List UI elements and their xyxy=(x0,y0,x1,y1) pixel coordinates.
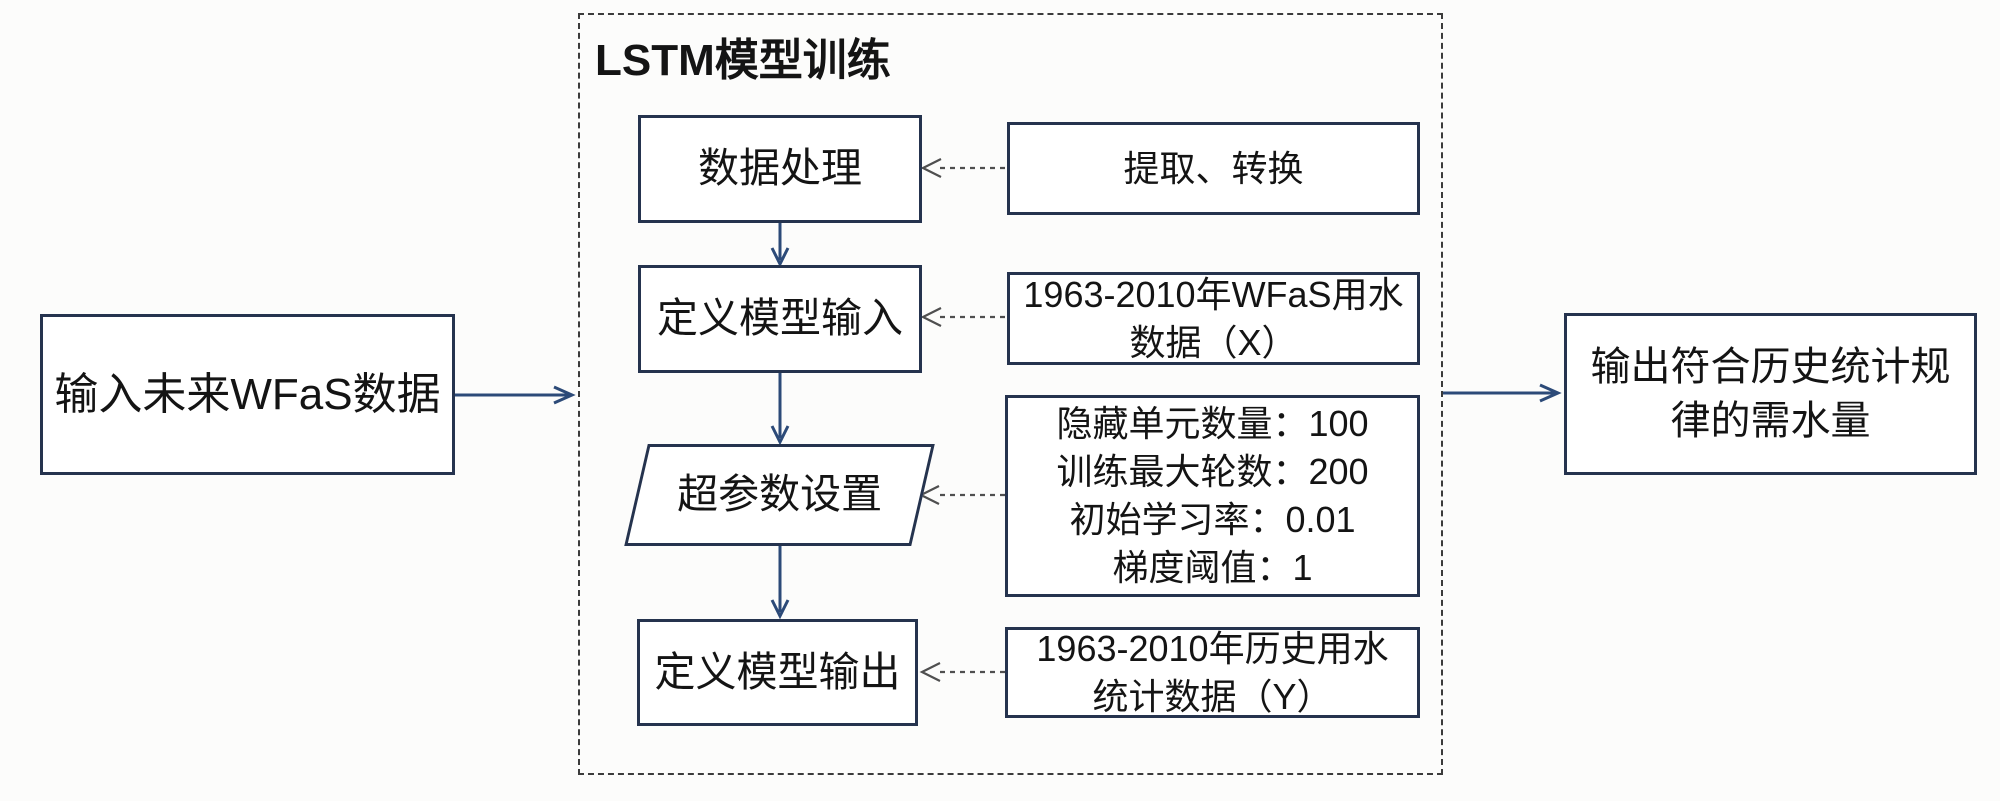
lstm-training-container xyxy=(578,13,1443,775)
arrow-lstm-to-output xyxy=(1443,383,1562,403)
annotation-wfas-data-x-box: 1963-2010年WFaS用水 数据（X） xyxy=(1007,272,1420,365)
arrow-step2-to-step3 xyxy=(770,373,790,446)
input-future-wfas-label: 输入未来WFaS数据 xyxy=(54,369,441,419)
step-define-model-input-box: 定义模型输入 xyxy=(638,265,922,373)
annotation-line: 统计数据（Y） xyxy=(1092,675,1333,717)
step-define-model-output-label: 定义模型输出 xyxy=(654,648,901,695)
annotation-line: 1963-2010年WFaS用水 xyxy=(1023,273,1404,315)
output-water-demand-box: 输出符合历史统计规律的需水量 xyxy=(1564,313,1977,475)
annotation-line: 梯度阈值：1 xyxy=(1112,546,1313,588)
annotation-history-data-y-box: 1963-2010年历史用水 统计数据（Y） xyxy=(1005,627,1420,718)
arrow-step1-to-step2 xyxy=(770,223,790,268)
step-hyperparameter-setting-label: 超参数设置 xyxy=(677,471,883,518)
annotation-line: 1963-2010年历史用水 xyxy=(1036,627,1389,669)
step-hyperparameter-setting-box: 超参数设置 xyxy=(624,444,935,546)
dashed-arrow-wfas-to-step2 xyxy=(920,307,1005,327)
annotation-line: 提取、转换 xyxy=(1123,147,1304,189)
dashed-arrow-history-to-step4 xyxy=(919,662,1005,682)
lstm-training-title: LSTM模型训练 xyxy=(595,36,891,85)
output-water-demand-label: 输出符合历史统计规律的需水量 xyxy=(1590,345,1951,443)
annotation-line: 训练最大轮数：200 xyxy=(1056,451,1369,493)
step-data-processing-label: 数据处理 xyxy=(698,145,862,192)
step-data-processing-box: 数据处理 xyxy=(638,115,922,223)
annotation-line: 初始学习率：0.01 xyxy=(1069,499,1356,540)
annotation-line: 数据（X） xyxy=(1129,321,1298,363)
step-define-model-input-label: 定义模型输入 xyxy=(657,295,903,342)
dashed-arrow-extract-to-step1 xyxy=(920,158,1005,178)
arrow-step3-to-step4 xyxy=(770,546,790,620)
annotation-hyperparameters-box: 隐藏单元数量：100 训练最大轮数：200 初始学习率：0.01 梯度阈值：1 xyxy=(1005,395,1420,597)
step-define-model-output-box: 定义模型输出 xyxy=(637,619,918,726)
input-future-wfas-box: 输入未来WFaS数据 xyxy=(40,314,455,475)
annotation-line: 隐藏单元数量：100 xyxy=(1056,403,1369,445)
annotation-extract-transform-box: 提取、转换 xyxy=(1007,122,1420,215)
arrow-input-to-lstm xyxy=(455,385,576,405)
